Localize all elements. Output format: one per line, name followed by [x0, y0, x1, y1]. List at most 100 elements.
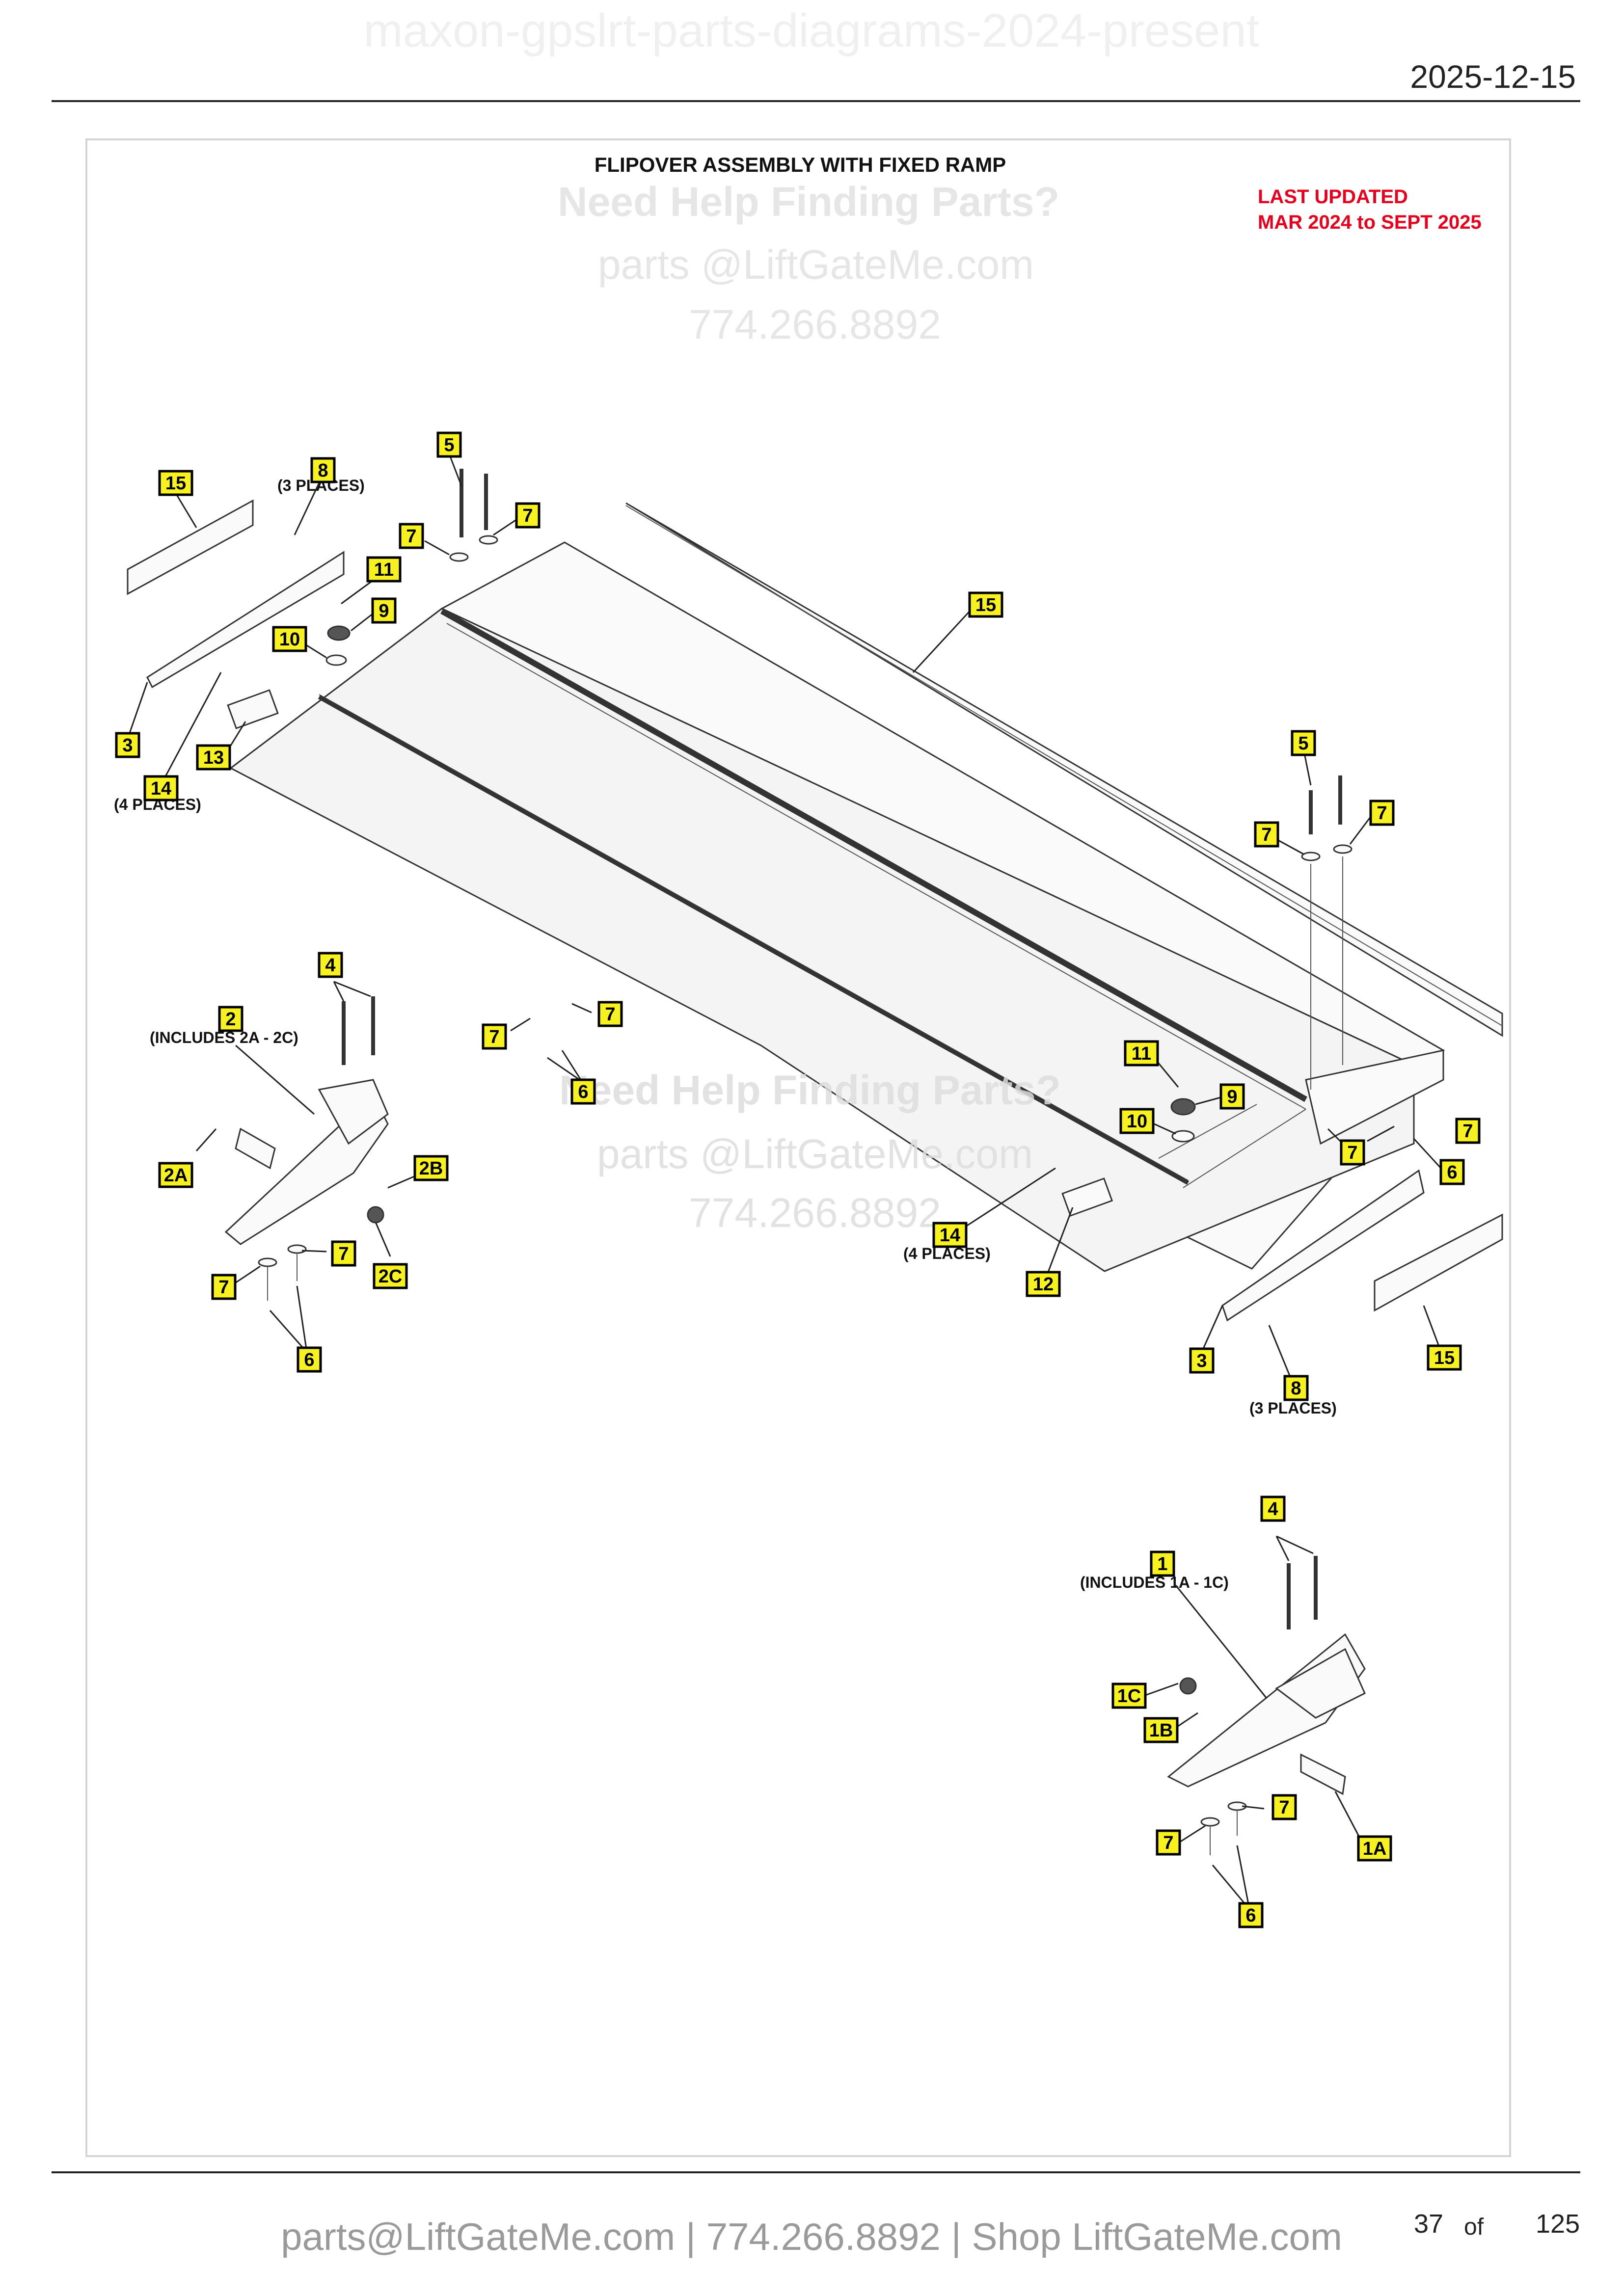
watermark-center: Need Help Finding Parts? parts @LiftGate… — [559, 1067, 1061, 1236]
callout-2B: 2B — [413, 1155, 449, 1181]
callout-label: 2A — [164, 1165, 188, 1186]
callout-label: 3 — [1196, 1351, 1207, 1371]
ramp-platform — [229, 541, 1445, 1272]
callout-label: 1C — [1117, 1686, 1141, 1707]
callout-box — [1357, 1835, 1392, 1862]
side-plate-top-left — [146, 551, 345, 689]
callout-label: 2 — [225, 1009, 236, 1030]
callout-label: 8 — [1291, 1378, 1301, 1399]
callout-label: 7 — [522, 506, 533, 526]
hinge-block-bottom-right — [1061, 1177, 1113, 1217]
callout-2A: 2A — [158, 1162, 193, 1188]
callout-box — [482, 1023, 507, 1050]
callout-box — [1124, 1040, 1159, 1067]
callout-6: 6 — [570, 1078, 596, 1105]
callout-box — [158, 470, 193, 496]
callout-label: 14 — [940, 1225, 960, 1246]
callout-box — [158, 1162, 193, 1188]
hinge-bracket-right — [1167, 1556, 1366, 1855]
callout-2C: 2C — [373, 1263, 408, 1289]
watermark-center-line-3: 774.266.8892 — [689, 1190, 941, 1236]
note-three-places-bottom: (3 PLACES) — [1249, 1399, 1337, 1417]
watermark-center-line-2: parts @LiftGateMe.com — [597, 1131, 1033, 1177]
watermark-line-2: parts @LiftGateMe.com — [598, 241, 1034, 288]
callout-box — [1254, 821, 1279, 848]
callout-box — [1439, 1159, 1465, 1185]
callout-4: 4 — [318, 952, 343, 978]
callout-7: 7 — [1156, 1829, 1181, 1856]
callout-box — [1219, 1083, 1245, 1110]
callout-14: 14 — [932, 1222, 968, 1248]
callout-1B: 1B — [1143, 1717, 1179, 1743]
bolts-top-center — [449, 469, 498, 562]
callout-9: 9 — [1219, 1083, 1245, 1110]
page-current: 37 — [1414, 2209, 1444, 2239]
callout-box — [597, 1001, 623, 1027]
leader-lines — [127, 454, 1442, 1910]
callout-label: 6 — [304, 1350, 314, 1370]
callout-label: 7 — [489, 1027, 499, 1047]
pad-strip-bottom-right — [1374, 1213, 1503, 1312]
callout-label: 15 — [975, 595, 996, 615]
callout-box — [436, 431, 462, 458]
callout-label: 7 — [338, 1244, 349, 1264]
callout-label: 1B — [1149, 1720, 1173, 1741]
callout-label: 2B — [419, 1158, 443, 1179]
callout-label: 6 — [578, 1082, 588, 1102]
callout-label: 11 — [374, 560, 394, 580]
washer-top-left — [325, 654, 347, 666]
callout-label: 7 — [1347, 1143, 1357, 1163]
callout-6: 6 — [1439, 1159, 1465, 1185]
callout-13: 13 — [196, 744, 231, 771]
callout-label: 5 — [444, 435, 454, 455]
callout-box — [1340, 1139, 1365, 1166]
callout-label: 6 — [1447, 1162, 1457, 1183]
callout-box — [515, 502, 541, 529]
callout-11: 11 — [1124, 1040, 1159, 1067]
callout-15: 15 — [1427, 1344, 1462, 1371]
callout-label: 7 — [1377, 803, 1387, 824]
callout-7: 7 — [597, 1001, 623, 1027]
bushing-top-left — [327, 625, 351, 641]
hinge-bracket-left — [224, 996, 389, 1301]
callout-7: 7 — [1271, 1794, 1297, 1820]
diagram-title: FLIPOVER ASSEMBLY WITH FIXED RAMP — [595, 153, 1006, 176]
callout-label: 7 — [1261, 825, 1271, 845]
callout-box — [1189, 1347, 1215, 1374]
callout-label: 10 — [279, 629, 300, 650]
hinge-block-top-left — [227, 689, 279, 729]
callout-1A: 1A — [1357, 1835, 1392, 1862]
callout-box — [218, 1006, 243, 1032]
footer-contact: parts@LiftGateMe.com | 774.266.8892 | Sh… — [281, 2215, 1342, 2258]
callout-label: 7 — [218, 1277, 229, 1298]
callout-7: 7 — [482, 1023, 507, 1050]
callout-box — [413, 1155, 449, 1181]
callout-label: 7 — [1163, 1833, 1173, 1853]
callout-7: 7 — [515, 502, 541, 529]
callout-box — [1238, 1902, 1264, 1928]
page-of-label: of — [1464, 2214, 1484, 2240]
callout-box — [272, 626, 307, 652]
callout-14: 14 — [143, 775, 179, 801]
callout-label: 6 — [1245, 1905, 1256, 1926]
diagram-frame — [85, 138, 1511, 2157]
callout-1C: 1C — [1111, 1682, 1147, 1709]
callout-box — [115, 732, 140, 758]
callout-label: 1 — [1157, 1554, 1167, 1575]
document-date: 2025-12-15 — [1410, 58, 1576, 95]
callout-box — [1291, 730, 1316, 756]
callout-8: 8 — [1283, 1375, 1309, 1401]
callout-label: 5 — [1298, 733, 1308, 754]
callout-box — [1283, 1375, 1309, 1401]
callout-box — [1455, 1118, 1481, 1144]
callout-label: 4 — [325, 955, 335, 976]
callout-box — [1369, 800, 1395, 826]
callout-label: 13 — [203, 748, 224, 768]
callout-box — [570, 1078, 596, 1105]
watermark-line-3: 774.266.8892 — [689, 301, 941, 347]
callout-7: 7 — [1340, 1139, 1365, 1166]
callout-label: 12 — [1033, 1274, 1054, 1295]
callout-box — [1143, 1717, 1179, 1743]
